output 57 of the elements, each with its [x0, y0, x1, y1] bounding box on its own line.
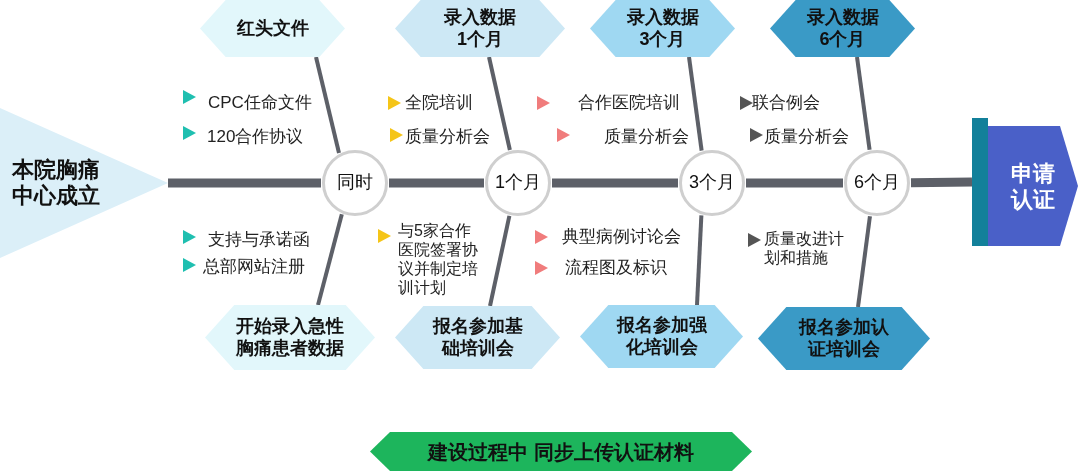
- bullet-text: 总部网站注册: [203, 256, 305, 278]
- connector-line: [695, 215, 704, 306]
- connector-line: [488, 215, 512, 307]
- connector-line: [687, 56, 704, 151]
- node-label: 申请认证: [1009, 160, 1056, 214]
- node-label: 本院胸痛中心成立: [10, 156, 101, 210]
- node-label: 红头文件: [235, 17, 310, 40]
- hexagon-box: [200, 0, 345, 57]
- bullet-text: 质量分析会: [764, 126, 849, 148]
- bullet-text: 质量分析会: [405, 126, 490, 148]
- connector-line: [314, 56, 341, 154]
- banner-arrow: [370, 432, 752, 471]
- connector-line: [746, 178, 843, 188]
- hexagon-box: [758, 307, 930, 370]
- node-label: 建设过程中 同步上传认证材料: [428, 439, 694, 464]
- node-label: 3个月: [689, 172, 735, 194]
- hexagon-box: [580, 305, 743, 368]
- bullet-text: 流程图及标识: [565, 257, 667, 279]
- connector-line: [168, 178, 321, 188]
- node-label: 1个月: [495, 172, 541, 194]
- node-label: 开始录入急性胸痛患者数据: [235, 315, 345, 360]
- connector-line: [910, 177, 973, 188]
- bullet-text: 典型病例讨论会: [562, 226, 681, 248]
- side-bar: [972, 118, 988, 246]
- node-label: 报名参加认证培训会: [797, 316, 890, 361]
- connector-line: [389, 178, 484, 188]
- milestone-circle: [322, 150, 388, 216]
- hexagon-box: [395, 306, 560, 369]
- bullet-text: 120合作协议: [207, 126, 304, 148]
- bullet-text: 全院培训: [405, 92, 473, 114]
- connector-line: [487, 56, 512, 151]
- bullet-text: 联合例会: [752, 92, 820, 114]
- node-label: 录入数据3个月: [625, 6, 700, 51]
- hexagon-box: [395, 0, 565, 57]
- bullet-text: 与5家合作医院签署协议并制定培训计划: [398, 221, 479, 297]
- node-label: 同时: [337, 172, 373, 194]
- node-label: 报名参加基础培训会: [431, 315, 524, 360]
- node-label: 6个月: [854, 172, 900, 194]
- bullet-text: 支持与承诺函: [208, 229, 310, 251]
- milestone-circle: [844, 150, 910, 216]
- bullet-text: 质量分析会: [604, 126, 689, 148]
- connector-line: [552, 178, 678, 188]
- hexagon-box: [770, 0, 915, 57]
- hexagon-box: [590, 0, 735, 57]
- bullet-text: 质量改进计划和措施: [764, 229, 845, 267]
- milestone-circle: [485, 150, 551, 216]
- bullet-text: CPC任命文件: [208, 92, 312, 114]
- node-label: 录入数据6个月: [805, 6, 880, 51]
- connector-line: [316, 213, 344, 306]
- bullet-text: 合作医院培训: [578, 92, 680, 114]
- connector-line: [855, 56, 872, 151]
- node-label: 报名参加强化培训会: [615, 314, 708, 359]
- node-label: 录入数据1个月: [443, 6, 517, 51]
- connector-line: [856, 216, 872, 308]
- hexagon-box: [205, 305, 375, 370]
- milestone-circle: [679, 150, 745, 216]
- start-triangle: [0, 108, 168, 258]
